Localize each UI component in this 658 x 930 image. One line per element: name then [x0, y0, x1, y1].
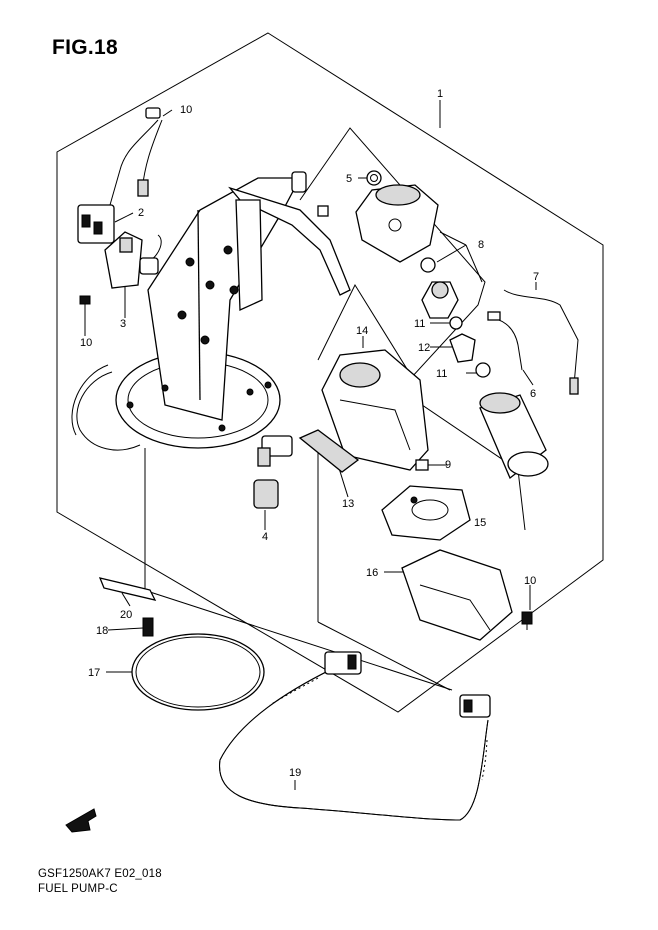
front-arrow-icon	[65, 808, 97, 833]
fuel-hose-19	[219, 651, 491, 821]
callout-8: 8	[478, 239, 484, 251]
clip-9	[415, 459, 429, 471]
gasket-o-ring-17	[131, 633, 265, 711]
callout-18: 18	[96, 625, 108, 637]
clamp-20	[98, 577, 157, 601]
callout-10-left: 10	[80, 337, 92, 349]
callout-20: 20	[120, 609, 132, 621]
callout-10-right: 10	[524, 575, 536, 587]
callout-11-lower: 11	[436, 368, 447, 380]
callout-10-top: 10	[180, 104, 192, 116]
harness-connector-2	[77, 107, 163, 244]
callout-12: 12	[418, 342, 430, 354]
callout-6: 6	[530, 388, 536, 400]
callout-labels: 1 2 3 4 5 6 7 8 9 10 10 10 11 11 12 13 1…	[80, 88, 539, 779]
o-ring-5	[366, 170, 382, 186]
callout-5: 5	[346, 173, 352, 185]
filter-pad-13	[298, 429, 360, 473]
pressure-regulator-11-12	[421, 281, 491, 378]
assembly-boundary	[56, 32, 604, 713]
bolt-10-left	[79, 295, 91, 310]
regulator-housing-8	[355, 184, 439, 273]
fuel-level-sender-3	[104, 231, 162, 289]
callout-13: 13	[342, 498, 354, 510]
callout-11-upper: 11	[414, 318, 425, 330]
callout-2: 2	[138, 207, 144, 219]
pump-bracket-plate	[71, 171, 351, 467]
lower-cover-15	[381, 485, 471, 541]
pump-lead-wires-6-7	[487, 289, 579, 395]
fuel-pump-motor	[479, 392, 549, 480]
callout-1: 1	[437, 88, 443, 100]
filter-holder-14	[321, 349, 429, 471]
cap-4	[253, 479, 279, 509]
filter-subgroup-boundary	[317, 283, 421, 391]
callout-15: 15	[474, 517, 486, 529]
callout-19: 19	[289, 767, 301, 779]
callout-3: 3	[120, 318, 126, 330]
section-name-caption: FUEL PUMP-C	[38, 883, 118, 895]
bolt-10-right	[521, 611, 533, 630]
figure-title: FIG.18	[52, 36, 118, 59]
model-code-caption: GSF1250AK7 E02_018	[38, 868, 162, 880]
bolt-18	[142, 617, 154, 637]
mounting-bracket-16	[401, 549, 513, 641]
callout-16: 16	[366, 567, 378, 579]
callout-7: 7	[533, 271, 539, 283]
callout-9: 9	[445, 459, 451, 471]
callout-14: 14	[356, 325, 368, 337]
callout-17: 17	[88, 667, 100, 679]
callout-4: 4	[262, 531, 268, 543]
